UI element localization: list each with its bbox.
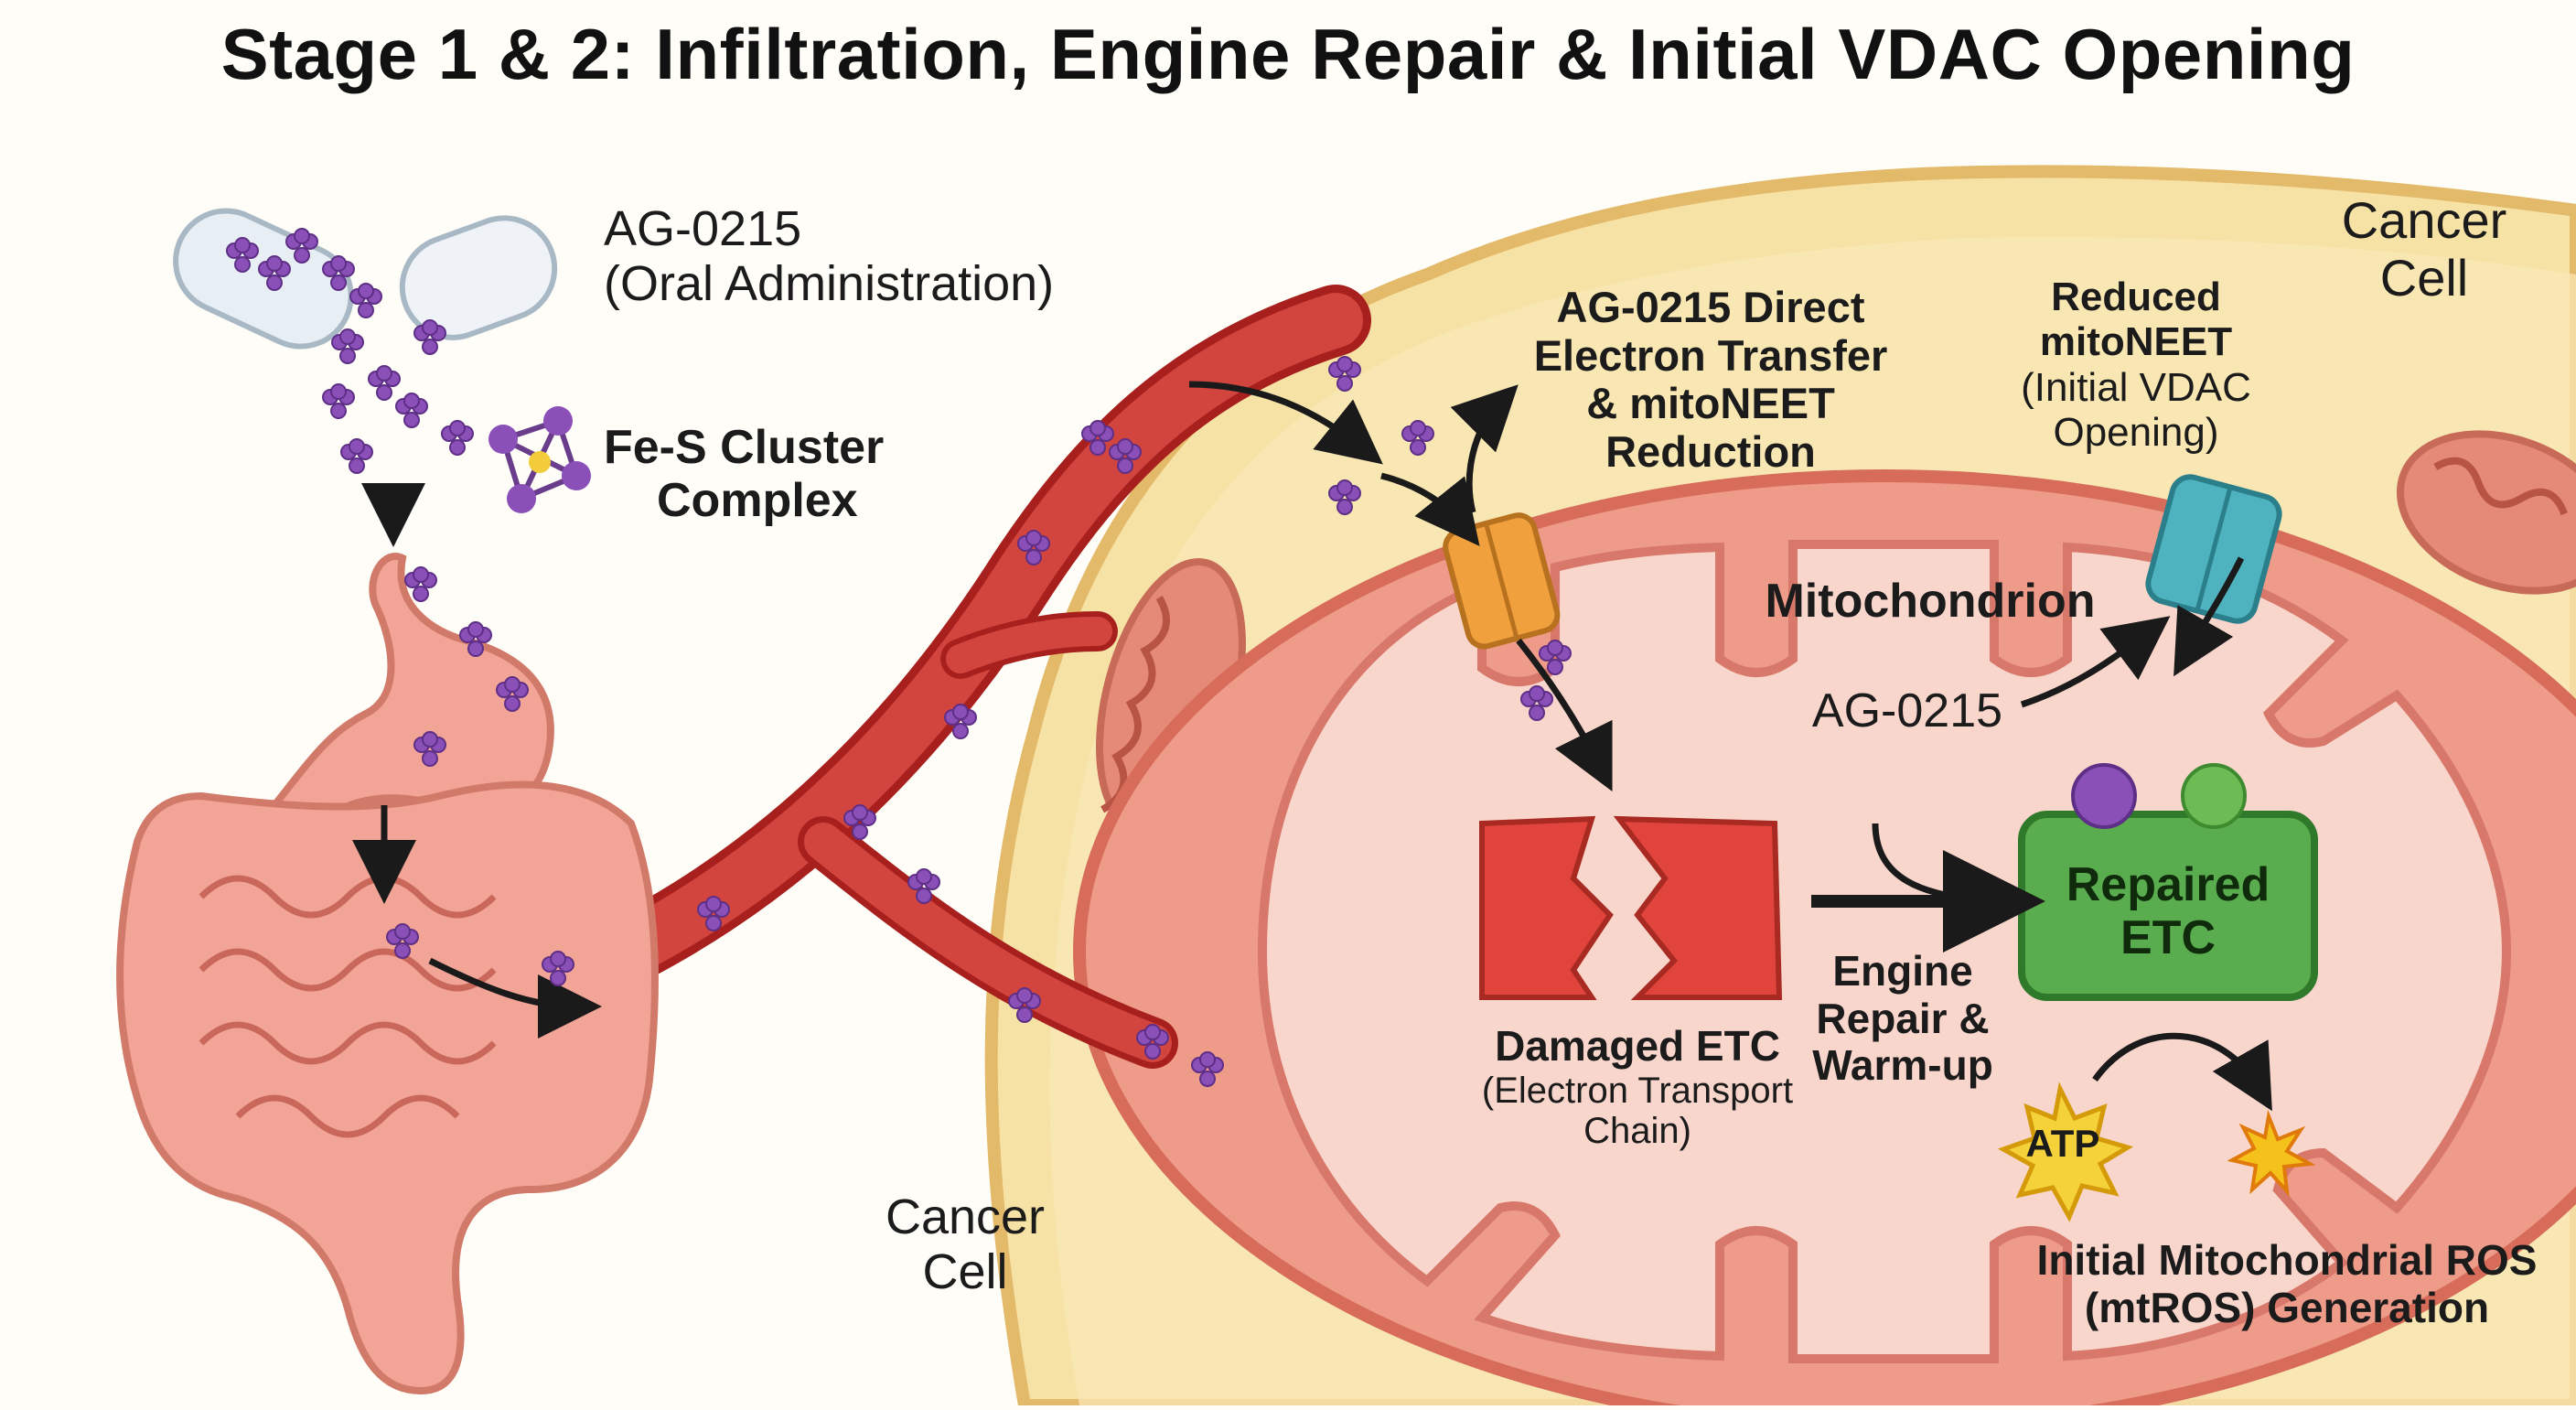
damaged-line-2: (Electron Transport [1481, 1070, 1794, 1111]
direct-line-1: AG-0215 Direct [1556, 283, 1865, 331]
drug-particle [349, 283, 382, 318]
drug-particle [331, 328, 364, 364]
capsule-icon [173, 208, 558, 350]
flow-arrows [352, 381, 2272, 1112]
drug-particle [907, 868, 940, 904]
mitochondrion-label: Mitochondrion [1765, 575, 2096, 628]
cancer-cell-top-line-2: Cell [2379, 248, 2469, 307]
drug-particle [1008, 987, 1041, 1023]
ros-spark-icon [2227, 1109, 2316, 1197]
drug-name-label: AG-0215 (Oral Administration) [604, 201, 1054, 312]
cancer-cell-label-top: Cancer Cell [2324, 191, 2525, 307]
drug-route: (Oral Administration) [604, 256, 1055, 312]
engine-line-3: Warm-up [1812, 1041, 1993, 1090]
atp-burst-icon [1997, 1082, 2134, 1222]
fe-s-cluster-icon [488, 406, 591, 513]
reduced-line-3: (Initial VDAC [2021, 364, 2251, 410]
drug-particle [322, 383, 355, 419]
drug-particle [1401, 420, 1434, 456]
drug-particle [1539, 640, 1572, 675]
damaged-line-1: Damaged ETC [1495, 1022, 1780, 1070]
drug-particle [1109, 438, 1142, 474]
drug-particle [1081, 420, 1114, 456]
damaged-etc-block [1479, 815, 1783, 1000]
page-title: Stage 1 & 2: Infiltration, Engine Repair… [220, 14, 2356, 94]
drug-particle [258, 255, 291, 291]
fes-line-1: Fe-S Cluster [604, 421, 885, 474]
ros-line-1: Initial Mitochondrial ROS [2036, 1236, 2538, 1284]
drug-particle [1191, 1051, 1224, 1087]
stomach-icon [269, 553, 554, 848]
drug-particle [697, 896, 730, 931]
drug-particle [496, 676, 529, 712]
drug-particle [1017, 530, 1050, 565]
drug-particle [404, 566, 437, 602]
atp-label: ATP [2025, 1122, 2100, 1165]
repaired-etc-block [2018, 763, 2318, 1001]
reduced-line-2: mitoNEET [2039, 319, 2233, 365]
drug-particle [843, 804, 876, 840]
engine-line-2: Repair & [1816, 994, 1990, 1042]
direct-electron-transfer-label: AG-0215 Direct Electron Transfer & mitoN… [1491, 283, 1930, 477]
drug-particle [368, 365, 401, 401]
vdac-channel-icon [1443, 474, 2282, 650]
ros-label: Initial Mitochondrial ROS (mtROS) Genera… [2012, 1236, 2561, 1331]
ros-line-2: (mtROS) Generation [2084, 1283, 2490, 1331]
drug-particle [322, 255, 355, 291]
direct-line-4: Reduction [1605, 426, 1816, 476]
reduced-line-4: Opening) [2053, 409, 2219, 455]
direct-line-3: & mitoNEET [1586, 379, 1835, 428]
ag-inside-label: AG-0215 [1811, 684, 2003, 737]
engine-repair-label: Engine Repair & Warm-up [1793, 947, 2012, 1090]
fe-s-cluster-label: Fe-S Cluster Complex [604, 421, 884, 527]
drug-particle [285, 228, 318, 264]
drug-particle [340, 438, 373, 474]
damaged-etc-label: Damaged ETC (Electron Transport Chain) [1454, 1022, 1820, 1152]
cancer-cell-bottom-line-1: Cancer [885, 1189, 1046, 1244]
repaired-line-2: ETC [2120, 911, 2216, 965]
drug-particle [386, 923, 419, 959]
cancer-cell-bottom-line-2: Cell [922, 1244, 1008, 1300]
drug-particles [226, 228, 1572, 1087]
drug-particle [413, 319, 446, 355]
intestine-icon [116, 780, 659, 1395]
repaired-line-1: Repaired [2066, 858, 2270, 911]
drug-particle [542, 951, 574, 986]
drug-particle [944, 704, 977, 739]
drug-particle [459, 621, 492, 657]
reduced-mitoneet-label: Reduced mitoNEET (Initial VDAC Opening) [1985, 274, 2287, 455]
drug-particle [1520, 685, 1553, 721]
reduced-line-1: Reduced [2051, 274, 2221, 319]
small-mitochondrion-right [2396, 430, 2576, 595]
drug-particle [1328, 356, 1361, 392]
drug-name: AG-0215 [604, 201, 802, 256]
fes-line-2: Complex [657, 474, 858, 528]
damaged-line-3: Chain) [1583, 1111, 1691, 1152]
engine-line-1: Engine [1832, 947, 1973, 995]
drug-particle [395, 393, 428, 428]
drug-particle [226, 237, 259, 273]
drug-particle [441, 420, 474, 456]
drug-particle [413, 731, 446, 767]
drug-particle [1136, 1024, 1169, 1060]
cancer-cell-label-bottom: Cancer Cell [855, 1189, 1075, 1300]
direct-line-2: Electron Transfer [1533, 330, 1888, 380]
repaired-etc-label: Repaired ETC [2022, 858, 2314, 964]
drug-particle [1328, 479, 1361, 515]
cancer-cell-top-line-1: Cancer [2341, 191, 2507, 249]
